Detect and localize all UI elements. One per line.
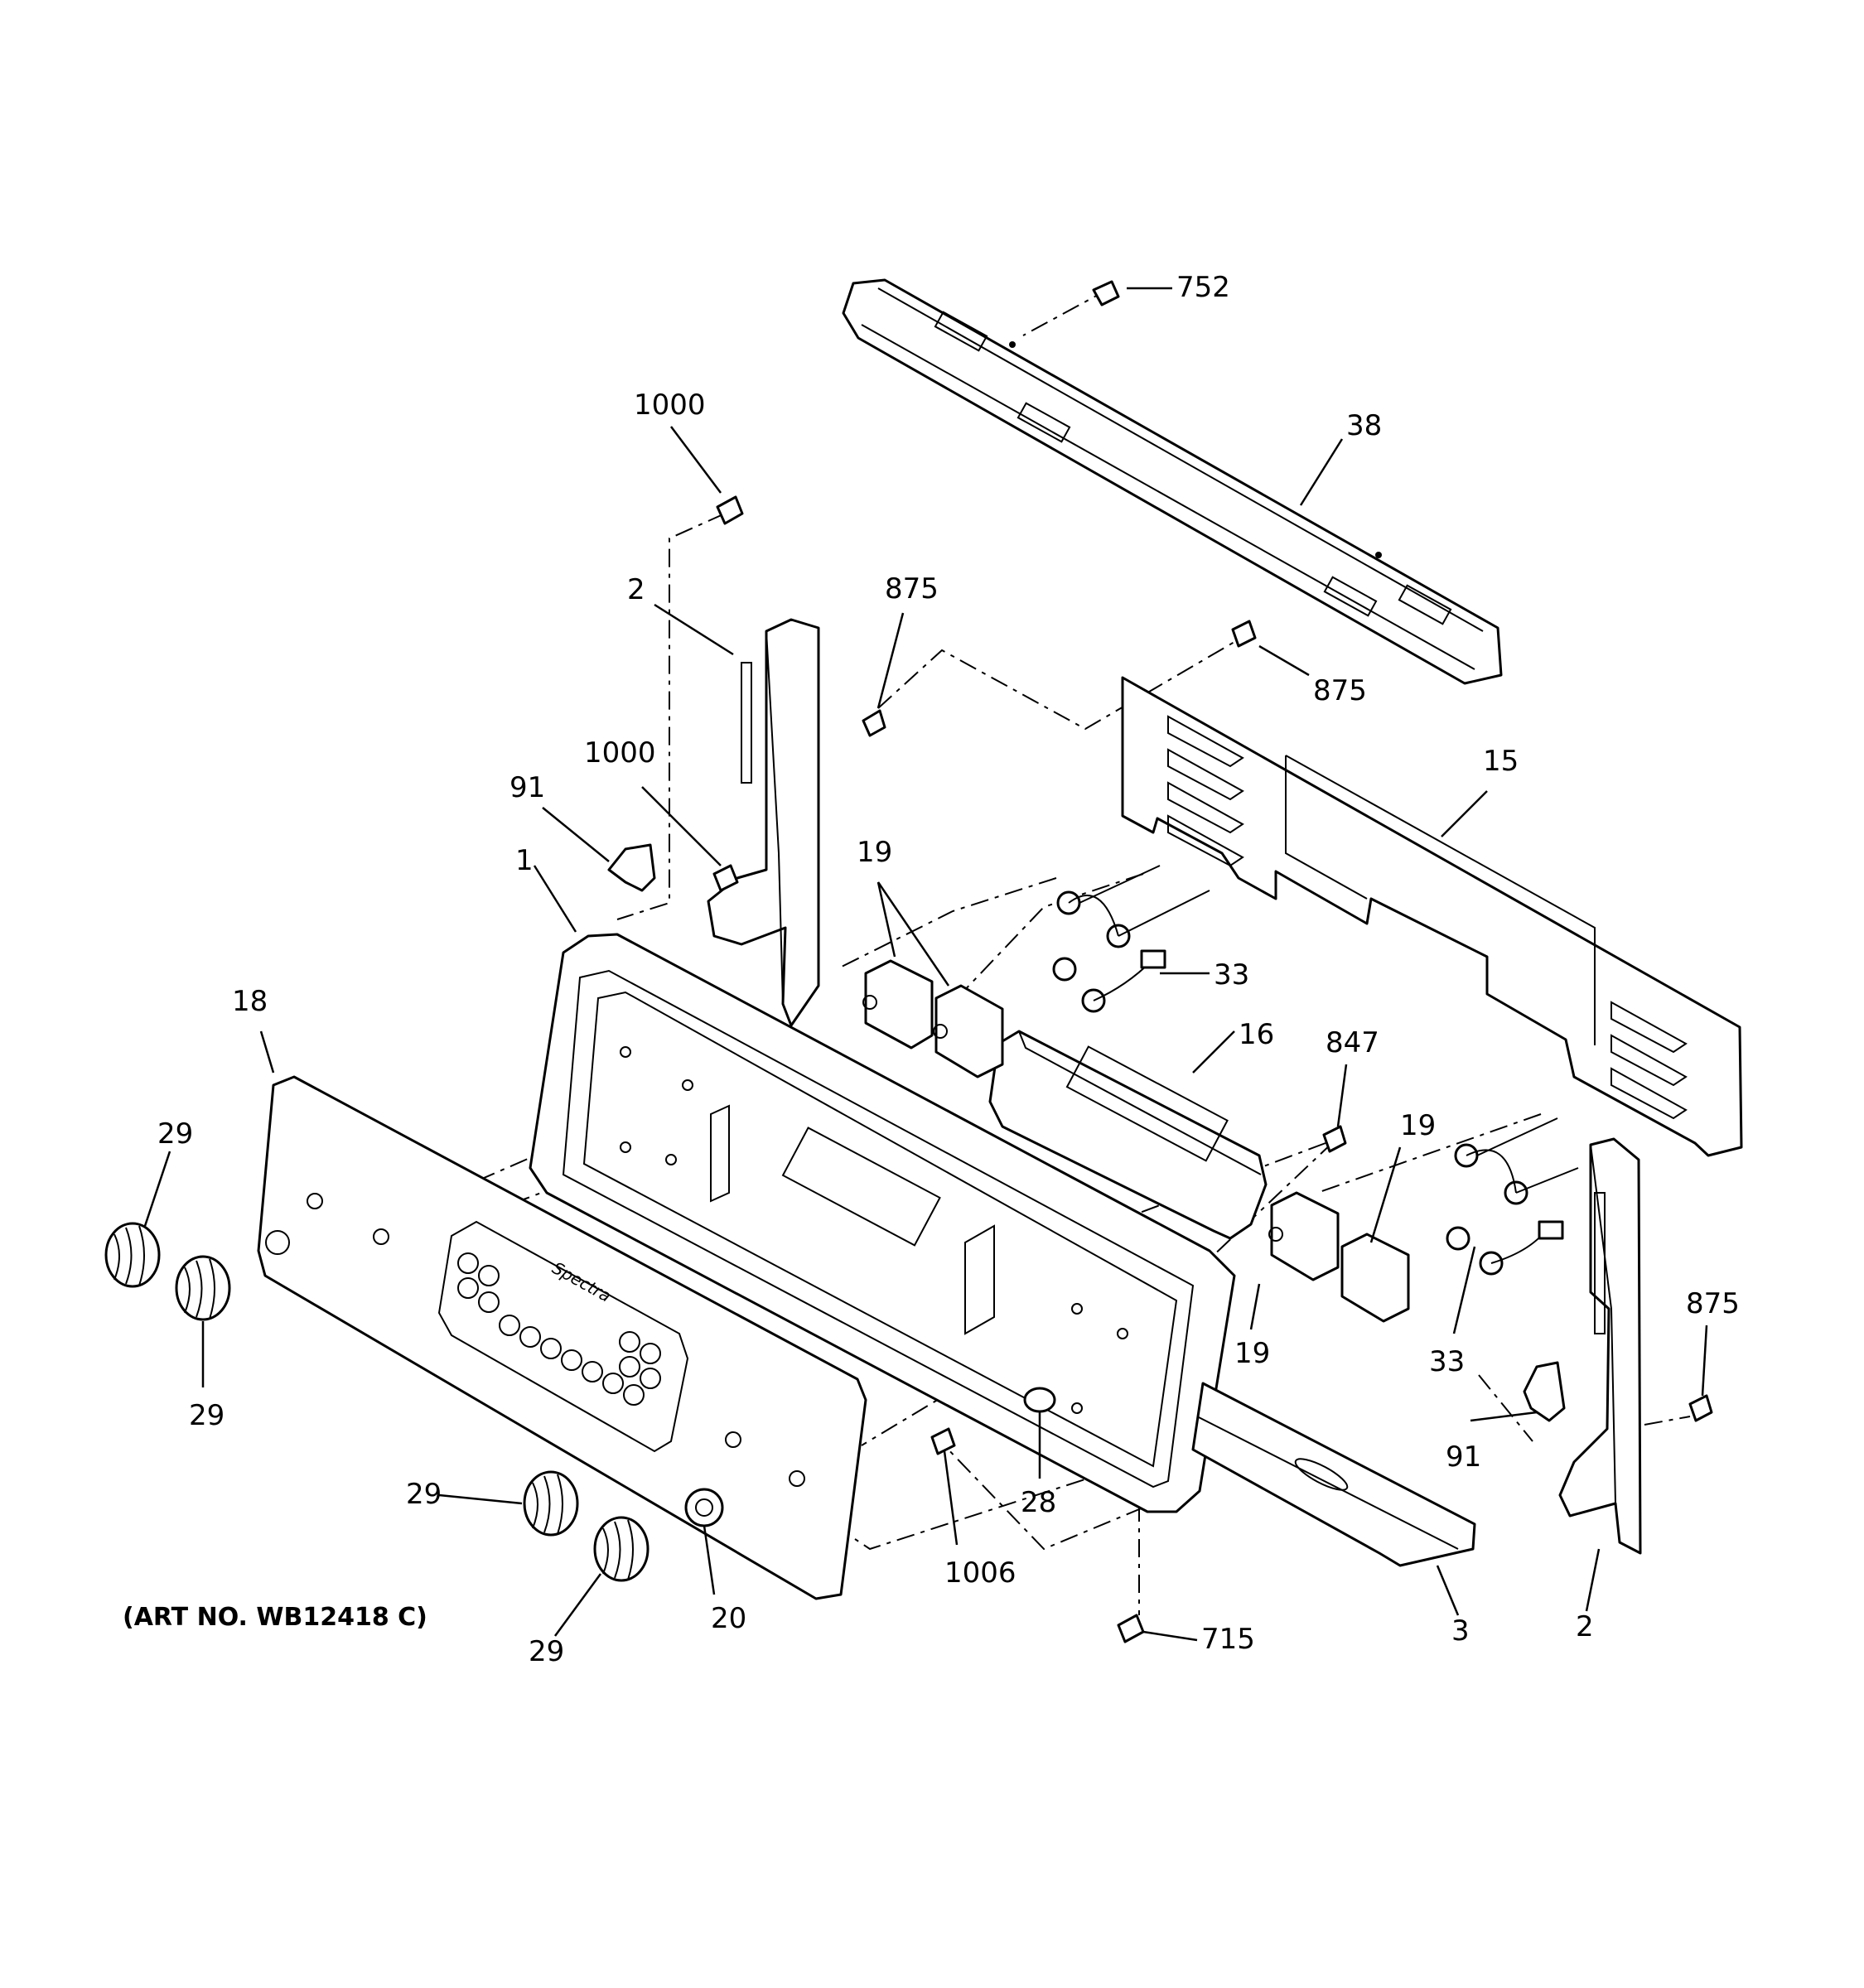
vent-slots-right: [1610, 1001, 1688, 1120]
screw-715: [1117, 1614, 1145, 1643]
lamp-harness-33-top: [1052, 865, 1210, 1013]
screw-875-right: [1231, 620, 1257, 648]
screw-875-mid: [862, 709, 886, 737]
callout-1000-top: 1000: [634, 388, 706, 422]
callout-29-a: 29: [157, 1117, 193, 1151]
callout-19-right: 19: [1400, 1109, 1436, 1142]
callout-91-left: 91: [509, 771, 545, 804]
callout-3: 3: [1451, 1614, 1470, 1648]
end-bracket-2-right: [1558, 1137, 1642, 1555]
control-panel-frame-1: [529, 933, 1236, 1513]
screw-1000-top: [716, 495, 744, 525]
knob-29-d: [593, 1516, 650, 1582]
switch-19-d: [1340, 1233, 1410, 1323]
end-bracket-2-left: [707, 618, 820, 1027]
callout-19-low: 19: [1234, 1337, 1270, 1370]
callout-1000-mid: 1000: [584, 736, 656, 770]
knob-29-c: [523, 1470, 579, 1537]
callout-2-left: 2: [627, 573, 645, 606]
lamp-harness-33-low: [1446, 1117, 1579, 1276]
callout-715: 715: [1201, 1623, 1255, 1656]
callout-28: 28: [1021, 1486, 1056, 1519]
art-number-label: (ART NO. WB12418 C): [123, 1603, 427, 1632]
callout-labels: 752 38 1000 2 875 875 15 1000 91 1 19 33…: [157, 271, 1740, 1668]
knob-29-a: [104, 1222, 161, 1288]
leader-lines: [143, 287, 1708, 1642]
switch-19-b: [933, 984, 1004, 1078]
callout-752: 752: [1176, 271, 1230, 304]
callout-29-c: 29: [406, 1478, 442, 1511]
callout-38: 38: [1346, 409, 1382, 442]
screw-752: [1092, 280, 1120, 306]
callout-20: 20: [711, 1602, 746, 1635]
knob-29-b: [175, 1255, 231, 1321]
vent-slots-left: [1167, 715, 1244, 867]
control-board-16: [988, 1030, 1268, 1240]
screw-847: [1322, 1125, 1347, 1153]
callout-15: 15: [1483, 745, 1519, 778]
callout-875-far: 875: [1686, 1287, 1740, 1320]
callout-33-low: 33: [1429, 1345, 1465, 1378]
panel-touchpad-keys: [457, 1252, 661, 1406]
callout-2-right: 2: [1576, 1610, 1594, 1643]
callout-91-right: 91: [1446, 1440, 1481, 1474]
knob-ring-20: [684, 1488, 724, 1527]
callout-29-b: 29: [189, 1399, 225, 1432]
screw-1006: [930, 1427, 956, 1455]
clip-91-left: [607, 843, 656, 892]
switch-19-c: [1268, 1191, 1340, 1281]
rear-shield-15: [1121, 676, 1743, 1157]
screw-1000-mid: [712, 864, 739, 892]
clip-91-right: [1523, 1361, 1566, 1422]
callout-1006: 1006: [944, 1556, 1017, 1590]
switch-19-a: [862, 959, 934, 1049]
callout-33-top: 33: [1214, 958, 1249, 992]
callout-1: 1: [515, 844, 534, 877]
screw-875-far: [1688, 1394, 1713, 1422]
callout-875-mid: 875: [885, 572, 939, 606]
callout-847: 847: [1326, 1026, 1379, 1059]
faceplate-18: Spectra: [257, 1075, 867, 1600]
assembly-lines: [430, 287, 1691, 1615]
callout-16: 16: [1239, 1018, 1274, 1051]
bushing-28: [1023, 1387, 1056, 1413]
callout-19-top: 19: [857, 836, 892, 869]
lower-trim-3: [1191, 1382, 1476, 1567]
callout-29-d: 29: [529, 1635, 564, 1668]
callout-18: 18: [232, 985, 268, 1018]
callout-875-right: 875: [1313, 674, 1367, 707]
rear-top-bracket-38: [842, 278, 1503, 685]
